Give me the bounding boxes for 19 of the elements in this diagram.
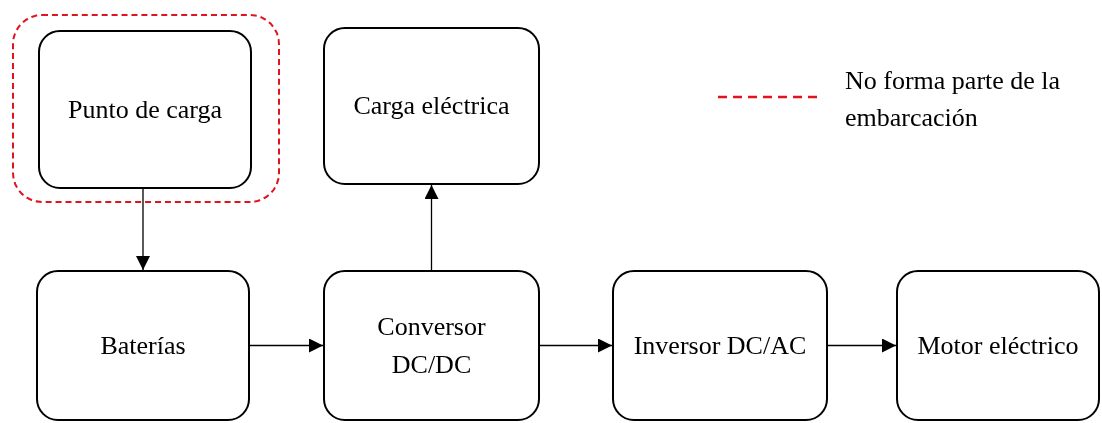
box-label: Carga eléctrica xyxy=(352,90,511,122)
process-box xyxy=(612,270,828,421)
box-label: Conversor DC/DC xyxy=(376,310,487,381)
arrow xyxy=(827,338,897,353)
process-box xyxy=(323,27,540,185)
arrow xyxy=(539,338,613,353)
process-box xyxy=(38,30,252,189)
process-box xyxy=(896,270,1100,421)
arrow xyxy=(424,184,439,271)
box-label: Punto de carga xyxy=(66,93,223,126)
arrow xyxy=(136,186,150,271)
box-label: Inversor DC/AC xyxy=(632,329,808,362)
arrow xyxy=(249,338,324,353)
process-box xyxy=(323,270,540,421)
dashed-boundary-box xyxy=(12,14,280,203)
box-label: Baterías xyxy=(99,329,187,362)
box-label: Motor eléctrico xyxy=(916,329,1080,362)
process-box xyxy=(36,270,250,421)
legend-text: No forma parte de la embarcación xyxy=(845,65,1062,134)
